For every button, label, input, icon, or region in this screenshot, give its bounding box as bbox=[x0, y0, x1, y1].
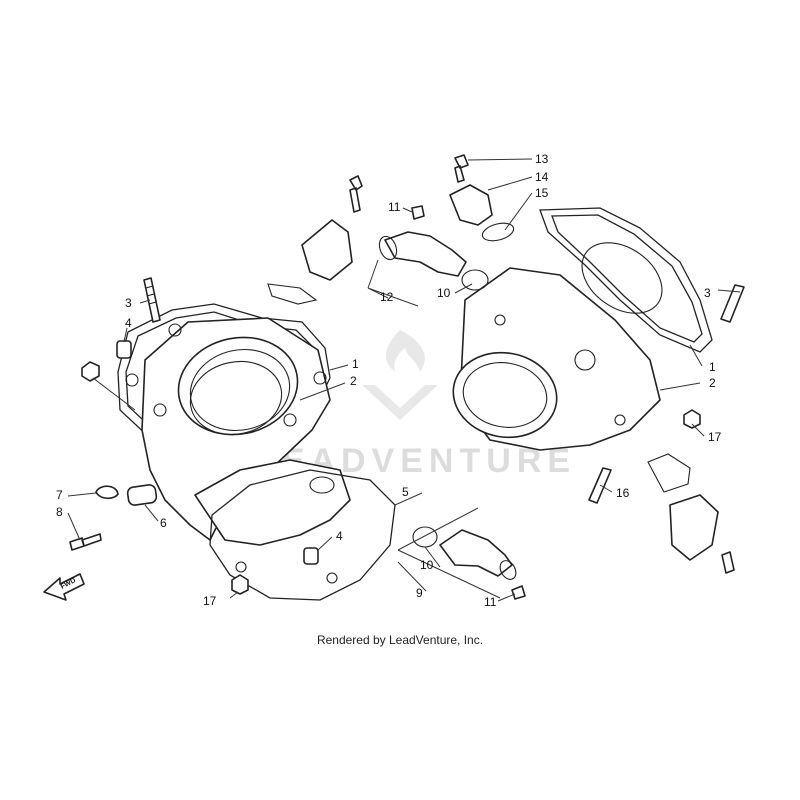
left-stud bbox=[143, 277, 161, 323]
callout-15: 15 bbox=[535, 186, 549, 200]
left-coolant-port bbox=[309, 476, 335, 494]
right-tensioner-body bbox=[669, 494, 719, 561]
callout-16: 16 bbox=[616, 486, 630, 500]
left-stud-thread bbox=[145, 285, 157, 305]
right-tensioner-bolt bbox=[721, 551, 735, 574]
callout-10-lower: 10 bbox=[420, 558, 434, 572]
lower-outlet-bolt bbox=[511, 585, 526, 600]
leader-lines bbox=[67, 158, 741, 602]
right-boss-1 bbox=[494, 314, 506, 326]
right-stud bbox=[720, 284, 745, 323]
upper-coolant-outlet bbox=[384, 231, 467, 277]
callout-9: 9 bbox=[416, 586, 423, 600]
render-credit: Rendered by LeadVenture, Inc. bbox=[316, 633, 484, 647]
left-sleeve bbox=[126, 484, 158, 506]
callout-3-left: 3 bbox=[125, 296, 132, 310]
left-tensioner-gasket bbox=[267, 283, 318, 305]
callout-14: 14 bbox=[535, 170, 549, 184]
left-boss-5 bbox=[153, 403, 167, 417]
upper-fitting-bolt bbox=[411, 205, 425, 220]
fwd-arrow-icon: FWD bbox=[43, 573, 85, 601]
left-dowel-lower bbox=[303, 547, 319, 565]
right-head-gasket-inner bbox=[551, 214, 703, 343]
callout-7: 7 bbox=[56, 488, 63, 502]
left-boss-3 bbox=[313, 371, 327, 385]
callout-4-lower: 4 bbox=[336, 529, 343, 543]
left-cylinder-sleeve bbox=[189, 360, 283, 436]
upper-o-ring bbox=[461, 269, 489, 291]
right-cylinder-port bbox=[574, 349, 596, 371]
lower-outlet-mouth bbox=[499, 560, 517, 580]
callout-2-right: 2 bbox=[709, 376, 716, 390]
callout-11-upper: 11 bbox=[388, 200, 401, 214]
callout-8: 8 bbox=[56, 505, 63, 519]
left-base-hole-1 bbox=[326, 572, 338, 584]
right-head-gasket bbox=[539, 207, 713, 353]
left-clamp bbox=[95, 485, 119, 500]
callout-5: 5 bbox=[402, 485, 409, 499]
left-tensioner-bolt bbox=[349, 175, 363, 213]
callout-1-right: 1 bbox=[709, 360, 716, 374]
right-boss-2 bbox=[614, 414, 626, 426]
callout-3-right: 3 bbox=[704, 286, 711, 300]
right-gasket-bore bbox=[581, 242, 663, 314]
callout-17-right: 17 bbox=[708, 430, 722, 444]
lower-coolant-outlet bbox=[439, 529, 513, 577]
callout-12: 12 bbox=[380, 290, 394, 304]
left-lower-nut bbox=[231, 574, 249, 595]
thermostat-o-ring bbox=[481, 222, 515, 242]
right-tensioner-gasket bbox=[647, 453, 691, 493]
left-dowel-upper bbox=[116, 340, 132, 359]
callout-4-upper: 4 bbox=[125, 316, 132, 330]
left-bolt bbox=[69, 533, 102, 551]
callout-17-left: 17 bbox=[203, 594, 217, 608]
callout-2-left: 2 bbox=[350, 374, 357, 388]
left-boss-1 bbox=[125, 373, 139, 387]
lower-o-ring bbox=[412, 526, 438, 548]
callout-13: 13 bbox=[535, 152, 549, 166]
callout-6: 6 bbox=[160, 516, 167, 530]
callout-1-left: 1 bbox=[352, 357, 359, 371]
left-cylinder-bore-inner bbox=[189, 348, 291, 432]
left-boss-2 bbox=[168, 323, 182, 337]
callout-10-upper: 10 bbox=[437, 286, 451, 300]
left-tensioner-body bbox=[301, 219, 353, 281]
thermostat-housing bbox=[449, 184, 493, 226]
left-base-hole-2 bbox=[235, 561, 247, 573]
left-base-gasket bbox=[209, 469, 396, 601]
left-upper-nut bbox=[81, 361, 100, 382]
thermostat-housing-bolt bbox=[454, 154, 469, 183]
callout-labels: 1 2 3 4 4 5 6 7 8 9 10 10 11 11 12 13 14… bbox=[56, 152, 722, 609]
right-cylinder-bore bbox=[452, 351, 558, 439]
left-boss-4 bbox=[283, 413, 297, 427]
upper-outlet-mouth bbox=[378, 235, 398, 261]
right-cylinder-bore-inner bbox=[462, 362, 548, 428]
callout-11-lower: 11 bbox=[484, 595, 497, 609]
right-nut bbox=[683, 409, 701, 429]
